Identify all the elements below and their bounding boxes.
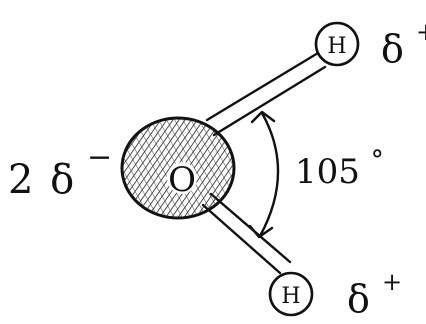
bond-top xyxy=(205,51,327,137)
hydrogen-atom-bottom: H xyxy=(268,271,314,317)
oxygen-charge-label: 2 δ − xyxy=(8,140,112,203)
arrowhead-top xyxy=(250,110,276,124)
bond-angle-label: 105 ° xyxy=(295,146,384,192)
hydrogen-top-charge-label: δ + xyxy=(381,18,426,71)
oxygen-charge-sign: − xyxy=(87,140,112,175)
oxygen-charge-count: 2 xyxy=(8,157,33,203)
oxygen-charge-symbol: δ xyxy=(50,157,74,203)
arrowhead-bottom xyxy=(248,224,274,239)
oxygen-atom: O xyxy=(120,116,236,220)
hydrogen-atom-top: H xyxy=(314,21,360,67)
hydrogen-bottom-label: H xyxy=(281,284,300,309)
hydrogen-bottom-charge-sign: + xyxy=(382,268,402,296)
bond-angle-unit: ° xyxy=(371,146,384,176)
bond-angle-value: 105 xyxy=(295,152,360,192)
oxygen-label: O xyxy=(168,160,196,200)
hydrogen-top-charge-sign: + xyxy=(416,18,426,46)
hydrogen-top-charge-symbol: δ xyxy=(381,27,404,71)
hydrogen-bottom-charge-label: δ + xyxy=(347,268,402,321)
bond-angle-arc xyxy=(248,110,280,239)
hydrogen-top-label: H xyxy=(327,34,346,59)
hydrogen-bottom-charge-symbol: δ xyxy=(347,277,370,321)
